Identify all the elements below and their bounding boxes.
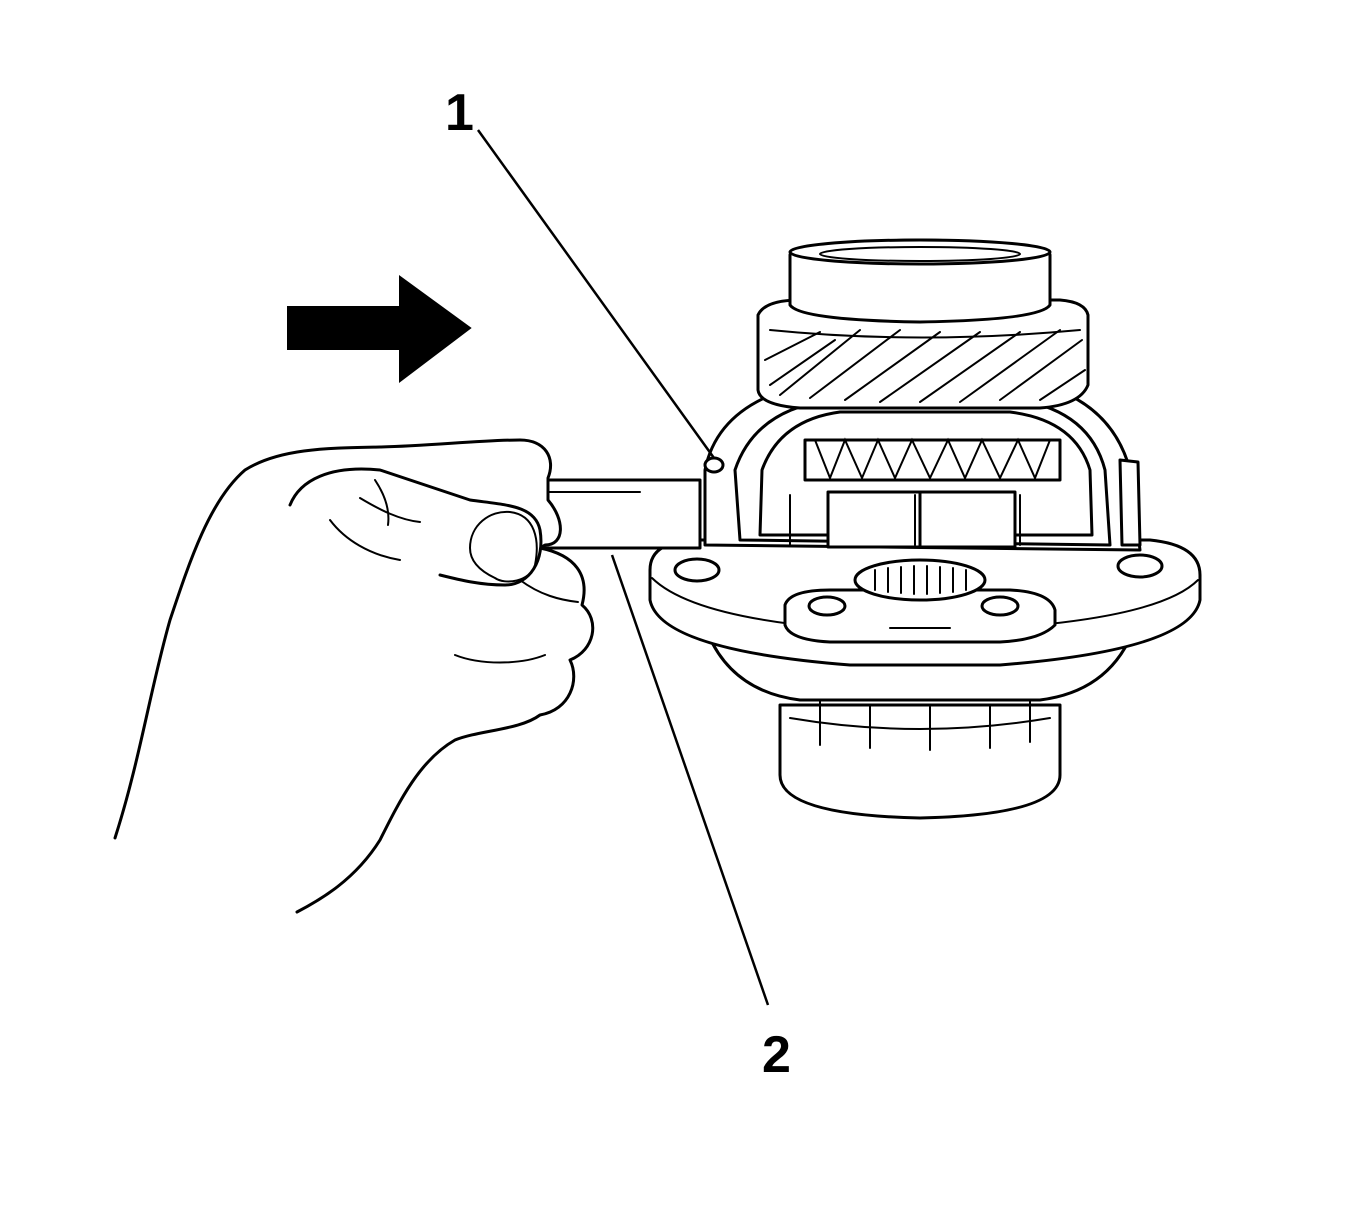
- lower-bearing: [778, 699, 1062, 820]
- callout-2-label: 2: [762, 1026, 791, 1084]
- callout-1-label: 1: [445, 84, 474, 142]
- direction-arrow-icon: [287, 275, 472, 384]
- upper-bearing: [788, 238, 1052, 324]
- callout-1-leader: [476, 129, 716, 459]
- bolt-holes: [673, 553, 1164, 617]
- hand-illustration: [113, 438, 595, 914]
- callout-2-leader: [610, 554, 770, 1006]
- differential-gears: [789, 437, 1062, 602]
- differential-case: [648, 238, 1202, 820]
- pin-hole: [703, 456, 725, 474]
- ring-gear: [756, 298, 1090, 410]
